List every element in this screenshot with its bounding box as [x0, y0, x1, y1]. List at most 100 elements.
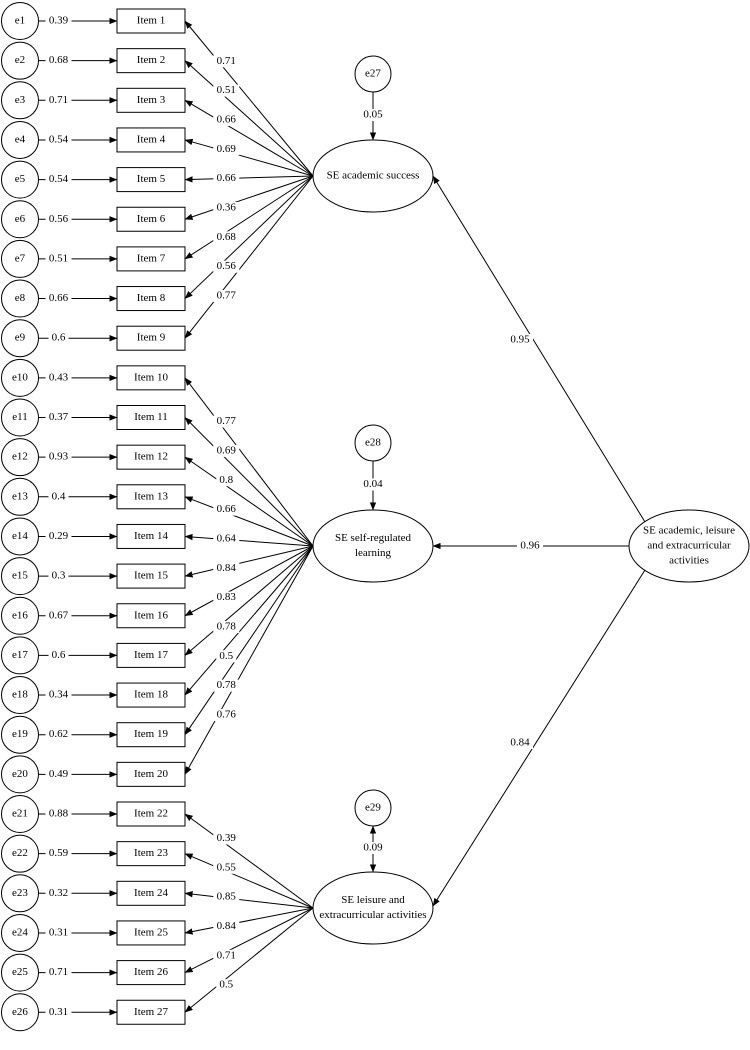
error-loading-e26: 0.31	[49, 1006, 68, 1018]
item-label-7: Item 7	[137, 252, 166, 264]
loading-label-item-25: 0.71	[217, 949, 236, 961]
error-loading-e23-bg	[45, 887, 72, 900]
error-loading-e26-bg	[45, 1006, 72, 1019]
item-label-11: Item 11	[134, 411, 168, 423]
error-loading-e16: 0.67	[49, 609, 69, 621]
error-circle-e24	[1, 913, 39, 952]
higher-order-name-line-1: SE academic, leisure	[643, 525, 735, 537]
disturbance-label-e29: e29	[365, 802, 381, 814]
error-label-e14: e14	[12, 530, 28, 542]
error-label-e2: e2	[15, 54, 25, 66]
loading-label-item-11-bg	[213, 444, 240, 457]
item-label-6: Item 6	[137, 213, 166, 225]
loading-label-item-10-bg	[213, 415, 240, 428]
item-label-5: Item 5	[137, 173, 166, 185]
loading-label-item-8: 0.56	[217, 260, 237, 272]
error-loading-e13-bg	[48, 490, 69, 503]
error-loading-e16-bg	[45, 609, 72, 622]
disturbance-loading-e28-bg	[360, 478, 386, 491]
loading-label-item-5-bg	[213, 172, 240, 185]
loading-label-item-20: 0.76	[217, 709, 237, 721]
loading-label-item-19-bg	[213, 679, 240, 692]
factor-name-3-line-1: SE leisure and	[341, 894, 405, 906]
loading-path-item-19	[184, 545, 314, 736]
item-box-8	[116, 286, 186, 312]
error-loading-e9-bg	[48, 332, 69, 345]
item-label-16: Item 16	[134, 609, 168, 621]
loading-path-item-21	[184, 813, 314, 909]
higher-order-loading-3: 0.84	[510, 737, 530, 749]
loading-label-item-13: 0.66	[217, 503, 237, 515]
loading-label-item-8-bg	[213, 260, 240, 273]
loading-label-item-15-bg	[213, 562, 240, 575]
error-circle-e7	[1, 239, 39, 278]
loading-path-item-15	[184, 545, 314, 578]
item-label-13: Item 13	[134, 490, 168, 502]
disturbance-loading-e27: 0.05	[363, 109, 383, 121]
loading-label-item-21: 0.39	[217, 832, 237, 844]
error-circle-e2	[1, 41, 39, 80]
error-circle-e10	[1, 358, 39, 397]
error-loading-e18-bg	[45, 689, 72, 702]
loading-path-item-4	[184, 138, 314, 177]
error-circle-e1	[1, 2, 39, 40]
error-loading-e2: 0.68	[49, 54, 69, 66]
item-label-26: Item 27	[134, 1006, 168, 1018]
loading-label-item-24-bg	[213, 920, 240, 933]
item-label-10: Item 10	[134, 371, 168, 383]
error-loading-e4: 0.54	[49, 133, 69, 145]
loading-label-item-6: 0.36	[217, 202, 237, 214]
loading-path-item-14	[184, 533, 314, 547]
error-loading-e9: 0.6	[52, 332, 66, 344]
error-loading-e17-bg	[48, 649, 69, 662]
error-loading-e19: 0.62	[49, 728, 68, 740]
item-label-14: Item 14	[134, 530, 168, 542]
disturbance-loading-e28: 0.04	[363, 478, 383, 490]
loading-path-item-25	[184, 907, 314, 974]
loading-label-item-12: 0.8	[219, 474, 233, 486]
factor-ellipse-1	[312, 139, 434, 213]
error-loading-e14: 0.29	[49, 530, 69, 542]
error-loading-e14-bg	[45, 530, 72, 543]
item-box-24	[116, 920, 186, 946]
error-label-e23: e23	[12, 887, 28, 899]
error-circle-e16	[1, 596, 39, 635]
loading-label-item-16-bg	[213, 591, 240, 604]
error-label-e21: e21	[12, 808, 28, 820]
item-label-20: Item 20	[134, 768, 168, 780]
loading-label-item-14-bg	[213, 532, 240, 545]
item-box-12	[116, 444, 186, 470]
error-loading-e24-bg	[45, 926, 72, 939]
error-loading-e1-bg	[45, 15, 72, 27]
loading-path-item-23	[184, 890, 314, 909]
item-label-15: Item 15	[134, 570, 168, 582]
loading-label-item-18-bg	[216, 650, 237, 663]
item-box-13	[116, 484, 186, 510]
item-label-18: Item 18	[134, 689, 168, 701]
disturbance-label-e27: e27	[365, 68, 381, 80]
loading-label-item-12-bg	[216, 474, 237, 487]
higher-order-name-line-3: activities	[669, 555, 709, 567]
loading-path-item-17	[184, 545, 314, 656]
error-circle-e26	[1, 993, 39, 1032]
error-loading-e15-bg	[48, 570, 69, 583]
loading-path-item-10	[184, 377, 314, 547]
loading-label-item-4: 0.69	[217, 143, 237, 155]
error-loading-e13: 0.4	[52, 490, 66, 502]
loading-label-item-6-bg	[213, 202, 240, 215]
loading-label-item-15: 0.84	[217, 562, 237, 574]
error-loading-e17: 0.6	[52, 649, 66, 661]
loading-label-item-14: 0.64	[217, 532, 237, 544]
error-circle-e23	[1, 874, 39, 913]
item-box-18	[116, 682, 186, 708]
item-label-12: Item 12	[134, 451, 168, 463]
error-circle-e4	[1, 120, 39, 159]
loading-path-item-24	[184, 907, 314, 935]
item-box-15	[116, 563, 186, 589]
item-box-9	[116, 325, 186, 351]
error-loading-e22: 0.59	[49, 847, 69, 859]
loading-label-item-23: 0.85	[217, 891, 237, 903]
error-circle-e9	[1, 319, 39, 358]
higher-order-loading-2-bg	[517, 540, 543, 552]
loading-path-item-3	[184, 99, 314, 177]
